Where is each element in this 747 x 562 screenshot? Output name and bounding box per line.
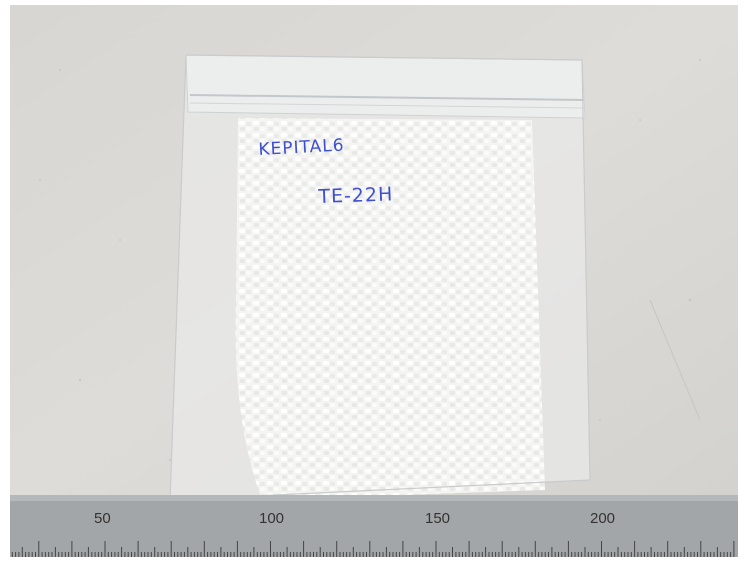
sample-bag — [169, 54, 591, 501]
bag-label-grade: TE-22H — [318, 183, 394, 208]
ruler — [10, 495, 738, 557]
ruler-label-200: 200 — [590, 510, 616, 527]
ruler-label-150: 150 — [425, 510, 451, 527]
ruler-label-100: 100 — [259, 510, 285, 527]
table-scratch — [649, 299, 701, 421]
ruler-label-50: 50 — [94, 510, 111, 527]
table-specks — [39, 59, 701, 461]
ruler-ticks — [11, 541, 735, 557]
